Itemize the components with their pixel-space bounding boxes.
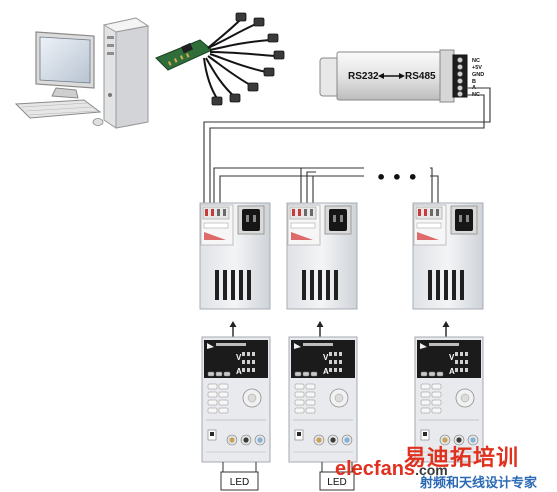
function-button[interactable]	[436, 371, 444, 377]
keypad-button[interactable]	[218, 399, 229, 406]
keypad-button[interactable]	[420, 399, 431, 406]
instrument-unit-2: VA	[286, 202, 358, 463]
function-button[interactable]	[223, 371, 231, 377]
ellipsis: • • •	[376, 168, 418, 187]
vent-slot	[334, 270, 338, 300]
watermark-brand-name: elecfans	[335, 458, 416, 480]
vent-slot	[428, 270, 432, 300]
pin-label: B	[472, 79, 476, 85]
led-load-1: LED	[220, 462, 259, 491]
meter-a-label: A	[449, 367, 455, 376]
watermark-brand: elecfans.com	[335, 458, 448, 481]
meter-v-label: V	[236, 353, 242, 362]
function-button[interactable]	[302, 371, 310, 377]
keypad-button[interactable]	[305, 399, 316, 406]
vent-slot	[326, 270, 330, 300]
converter-left-label: RS232	[348, 71, 379, 82]
rs485-bus-wires	[203, 87, 491, 204]
instrument-front-panel: VA	[414, 336, 484, 463]
vent-slot	[247, 270, 251, 300]
vent-slot	[215, 270, 219, 300]
function-button[interactable]	[310, 371, 318, 377]
keypad-button[interactable]	[420, 383, 431, 390]
pin-label: +5V	[472, 65, 482, 71]
instrument-rear-panel	[199, 202, 271, 310]
keypad-button[interactable]	[420, 391, 431, 398]
meter-a-label: A	[323, 367, 329, 376]
converter-right-label: RS485	[405, 71, 436, 82]
function-button[interactable]	[294, 371, 302, 377]
led-label: LED	[327, 477, 346, 488]
vent-slot	[452, 270, 456, 300]
vent-slot	[223, 270, 227, 300]
keypad-button[interactable]	[294, 391, 305, 398]
pin-label: NC	[472, 58, 480, 64]
meter-v-label: V	[449, 353, 455, 362]
keypad-button[interactable]	[294, 407, 305, 414]
keypad-button[interactable]	[207, 399, 218, 406]
front-display	[204, 340, 268, 378]
function-button[interactable]	[207, 371, 215, 377]
keypad-button[interactable]	[218, 391, 229, 398]
vent-slot	[444, 270, 448, 300]
keypad-button[interactable]	[218, 407, 229, 414]
instrument-front-panel: VA	[201, 336, 271, 463]
vent-slot	[302, 270, 306, 300]
pin-label: GND	[472, 72, 484, 78]
keypad-button[interactable]	[305, 407, 316, 414]
keypad-button[interactable]	[294, 383, 305, 390]
front-display	[417, 340, 481, 378]
power-inlet-icon	[329, 209, 347, 231]
instrument-unit-3: VA	[412, 202, 484, 463]
keypad-button[interactable]	[431, 407, 442, 414]
keypad-button[interactable]	[218, 383, 229, 390]
keypad-button[interactable]	[207, 407, 218, 414]
vent-slot	[436, 270, 440, 300]
db9-connector-group	[211, 12, 285, 106]
power-inlet-icon	[455, 209, 473, 231]
keypad-button[interactable]	[305, 383, 316, 390]
rs232-rs485-converter: RS232 RS485 NC +5V GND B A NC	[319, 49, 484, 103]
power-inlet-icon	[242, 209, 260, 231]
keypad-button[interactable]	[431, 383, 442, 390]
instrument-unit-1: VA	[199, 202, 271, 463]
watermark-title: 易迪拓培训	[404, 446, 520, 471]
keypad-button[interactable]	[294, 399, 305, 406]
instrument-front-panel: VA	[288, 336, 358, 463]
keypad-button[interactable]	[305, 391, 316, 398]
instrument-rear-panel	[286, 202, 358, 310]
meter-a-label: A	[236, 367, 242, 376]
vent-slot	[318, 270, 322, 300]
vent-slot	[310, 270, 314, 300]
led-load-2: LED	[319, 462, 355, 491]
front-display	[291, 340, 355, 378]
function-button[interactable]	[215, 371, 223, 377]
vent-slot	[231, 270, 235, 300]
led-label: LED	[230, 477, 249, 488]
double-arrow-icon	[378, 73, 405, 79]
watermark-domain: .com	[415, 462, 448, 478]
keypad-button[interactable]	[420, 407, 431, 414]
instrument-rear-panel	[412, 202, 484, 310]
function-button[interactable]	[428, 371, 436, 377]
keypad-button[interactable]	[207, 391, 218, 398]
computer-icon	[14, 17, 150, 129]
vent-slot	[239, 270, 243, 300]
meter-v-label: V	[323, 353, 329, 362]
keypad-button[interactable]	[431, 391, 442, 398]
vent-slot	[460, 270, 464, 300]
serial-card-icon	[155, 39, 213, 71]
fanout-cable-icon	[203, 19, 277, 101]
keypad-button[interactable]	[207, 383, 218, 390]
watermark-subtitle: 射频和天线设计专家	[420, 476, 538, 491]
function-button[interactable]	[420, 371, 428, 377]
keypad-button[interactable]	[431, 399, 442, 406]
